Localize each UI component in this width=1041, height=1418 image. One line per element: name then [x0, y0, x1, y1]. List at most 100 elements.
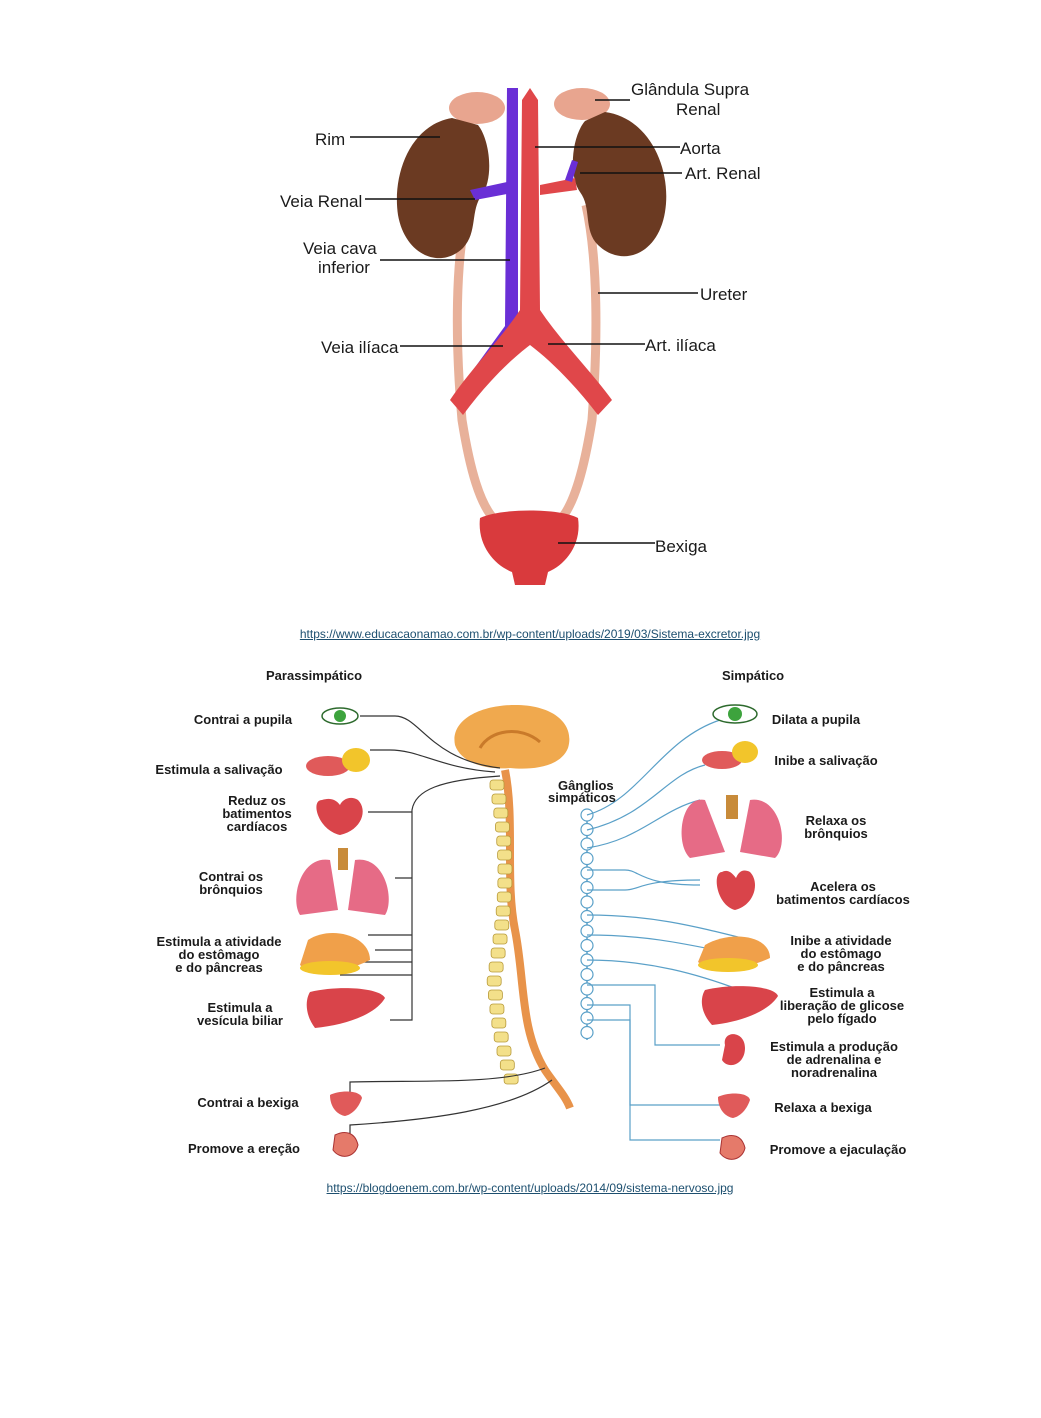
adrenal-kidney-icon	[722, 1034, 745, 1066]
right-label-bronchi-1: Relaxa os	[806, 813, 867, 828]
label-veia-cava-2: inferior	[318, 258, 370, 277]
header-sympathetic: Simpático	[722, 668, 784, 683]
vertebra	[495, 905, 511, 917]
ganglion	[580, 837, 594, 851]
right-label-heart-2: batimentos cardíacos	[776, 892, 910, 907]
label-bexiga: Bexiga	[655, 537, 708, 556]
source-link-excretory[interactable]: https://www.educacaonamao.com.br/wp-cont…	[299, 627, 761, 641]
vertebra	[486, 975, 502, 987]
ganglion	[580, 851, 594, 866]
trachea-icon	[338, 848, 348, 870]
salivary-gland-icon	[306, 756, 350, 776]
right-label-liver-3: pelo fígado	[807, 1011, 876, 1026]
label-art-iliaca: Art. ilíaca	[645, 336, 716, 355]
label-rim: Rim	[315, 130, 345, 149]
right-lung-icon	[348, 859, 389, 915]
left-label-gallbladder-1: Estimula a	[207, 1000, 273, 1015]
salivary-gland-yellow-icon	[342, 748, 370, 772]
ganglion	[580, 909, 594, 924]
right-lung-icon-right	[740, 799, 782, 858]
vertebra	[488, 961, 504, 973]
ganglion	[580, 1011, 594, 1025]
left-organs	[296, 707, 389, 1157]
reproductive-organ-icon	[332, 1132, 359, 1157]
label-art-renal: Art. Renal	[685, 164, 761, 183]
brain	[454, 705, 570, 769]
left-label-pupil: Contrai a pupila	[194, 712, 293, 727]
renal-vein	[470, 182, 507, 200]
source-link-nervous[interactable]: https://blogdoenem.com.br/wp-content/upl…	[326, 1181, 734, 1195]
right-label-stomach-3: e do pâncreas	[797, 959, 884, 974]
left-label-heart-3: cardíacos	[227, 819, 288, 834]
right-label-salivation: Inibe a salivação	[774, 753, 877, 768]
right-label-bladder: Relaxa a bexiga	[774, 1100, 872, 1115]
aorta	[450, 88, 612, 415]
label-adrenal-1: Glândula Supra	[631, 80, 750, 99]
label-ganglia-1: Gânglios	[558, 778, 614, 793]
ganglion	[580, 982, 594, 996]
label-ganglia-2: simpáticos	[548, 790, 616, 805]
label-adrenal-2: Renal	[676, 100, 720, 119]
right-label-stomach-1: Inibe a atividade	[790, 933, 891, 948]
ganglion	[580, 924, 594, 938]
left-label-stomach-2: do estômago	[179, 947, 260, 962]
right-label-pupil: Dilata a pupila	[772, 712, 861, 727]
vertebra	[497, 849, 512, 861]
left-adrenal-gland	[449, 92, 505, 124]
left-label-bronchi-1: Contrai os	[199, 869, 263, 884]
label-veia-renal: Veia Renal	[280, 192, 362, 211]
spinal-cord	[501, 769, 574, 1110]
liver-icon	[306, 988, 385, 1028]
right-label-liver-2: liberação de glicose	[780, 998, 904, 1013]
header-parasympathetic: Parassimpático	[266, 668, 362, 683]
left-kidney	[396, 118, 490, 259]
renal-artery	[540, 178, 577, 195]
vertebra	[493, 807, 509, 819]
label-aorta: Aorta	[680, 139, 721, 158]
left-label-stomach-3: e do pâncreas	[175, 960, 262, 975]
right-label-stomach-2: do estômago	[801, 946, 882, 961]
sympathetic-nerves	[586, 719, 751, 1141]
vertebra	[497, 877, 513, 889]
sympathetic-ganglia	[580, 808, 594, 1040]
left-label-gallbladder-2: vesícula biliar	[197, 1013, 283, 1028]
vertebra	[490, 947, 506, 959]
bladder-icon	[330, 1091, 362, 1116]
vertebra	[489, 1003, 505, 1015]
autonomic-nervous-system-figure: Parassimpático Simpático	[155, 668, 910, 1160]
pancreas-icon	[300, 961, 360, 975]
vertebra	[496, 1045, 512, 1057]
right-label-liver-1: Estimula a	[809, 985, 875, 1000]
vertebra	[497, 863, 513, 875]
right-adrenal-gland	[554, 88, 610, 120]
vertebra	[488, 989, 503, 1001]
vertebra	[496, 891, 512, 903]
left-label-bronchi-2: brônquios	[199, 882, 263, 897]
right-label-adrenaline-3: noradrenalina	[791, 1065, 878, 1080]
right-organs	[681, 704, 782, 1160]
ganglion	[580, 895, 594, 909]
bladder	[479, 510, 579, 585]
brain-fold	[478, 730, 541, 749]
left-label-erection: Promove a ereção	[188, 1141, 300, 1156]
left-label-salivation: Estimula a salivação	[155, 762, 282, 777]
vertebra	[494, 919, 510, 931]
left-lung-icon	[296, 859, 338, 915]
label-veia-cava-1: Veia cava	[303, 239, 377, 258]
trachea-icon-right	[726, 795, 738, 819]
salivary-gland-icon-right	[702, 751, 742, 769]
iris-icon-right	[728, 707, 742, 721]
vertebra	[495, 821, 510, 833]
left-label-stomach-1: Estimula a atividade	[157, 934, 282, 949]
ganglion	[580, 880, 594, 895]
renal-vein-right	[565, 160, 578, 182]
ganglion	[580, 1025, 594, 1040]
ganglion	[580, 996, 594, 1011]
right-kidney	[572, 112, 667, 257]
heart-icon	[316, 797, 363, 835]
ganglion	[580, 967, 594, 982]
vertebra	[489, 779, 505, 791]
iris-icon	[334, 710, 346, 722]
right-label-adrenaline-1: Estimula a produção	[770, 1039, 898, 1054]
vertebral-column	[486, 779, 519, 1085]
